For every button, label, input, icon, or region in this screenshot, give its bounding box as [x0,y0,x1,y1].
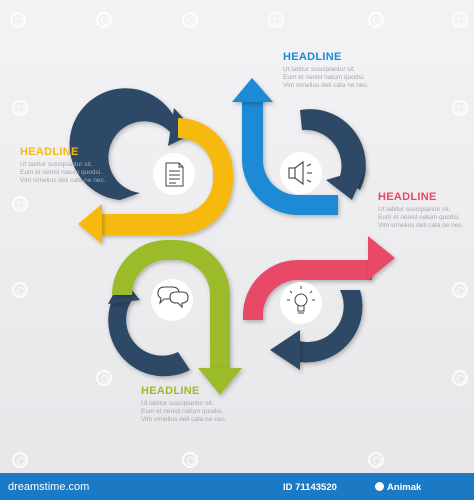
copyright-icon [375,482,384,491]
cycle-diagram [69,78,395,395]
site-name: dreamstime.com [8,481,90,493]
watermark-icon [10,12,26,28]
watermark-icon [12,196,28,212]
headline-left: HEADLINE [20,146,79,158]
speaker-icon [288,160,312,186]
watermark-icon [96,370,112,386]
body-line: Vim vimelius deli cata ne nec. [283,82,369,89]
body-line: Eum et nenisl natum quodsi. [141,408,224,415]
text-block-right: HEADLINE Ut labitur suscipiantur sit. Eu… [378,191,464,230]
watermark-icon [368,12,384,28]
author-credit: Animak [375,482,421,493]
text-block-left: HEADLINE Ut labitur suscipiantur sit. Eu… [20,146,106,185]
watermark-icon [452,100,468,116]
body-line: Ut labitur suscipiantur sit. [20,161,93,168]
navy-ring-bottom-left [108,300,190,377]
navy-arrowhead-top-right [326,168,366,200]
chat-bubbles-icon [157,286,189,309]
watermark-icon [12,282,28,298]
body-line: Ut labitur suscipiantur sit. [283,66,356,73]
watermark-icon [268,12,284,28]
document-icon [165,162,184,187]
lightbulb-icon [287,286,315,314]
body-line: Vim vimelius deli cata ne nec. [141,416,227,423]
footer-bar: dreamstime.com ID 71143520 Animak [0,473,474,500]
green-arrowhead [198,368,242,395]
body-line: Vim vimelius deli cata ne nec. [378,222,464,229]
watermark-icon [368,452,384,468]
yellow-arrow-body [100,118,233,235]
icon-circle-bottom-right [280,282,322,324]
blue-arrowhead [232,78,273,102]
body-line: Ut labitur suscipiantur sit. [378,206,451,213]
headline-bottom: HEADLINE [141,385,200,397]
segment-top-left [69,88,233,244]
icon-circle-top-left [153,153,195,195]
navy-ring-top-left [69,88,176,200]
body-line: Ut labitur suscipiantur sit. [141,400,214,407]
navy-ring-top-right [300,109,366,190]
yellow-arrowhead [78,204,102,244]
watermark-icon [182,452,198,468]
author-name: Animak [387,482,422,493]
blue-arrow-body [242,95,338,215]
headline-top: HEADLINE [283,51,342,63]
image-id: ID 71143520 [283,482,337,493]
green-arrow-body [112,240,230,372]
body-line: Eum et nenisl natum quodsi. [378,214,461,221]
watermark-icon [452,12,468,28]
segment-top-right [232,78,366,215]
watermark-icon [12,452,28,468]
watermark-icon [182,12,198,28]
text-block-bottom: HEADLINE Ut labitur suscipiantur sit. Eu… [141,385,227,424]
navy-ring-bottom-right [290,290,363,363]
navy-arrowhead-bottom-right [270,330,300,370]
red-arrow-body [243,260,372,320]
watermark-icon [96,12,112,28]
red-arrowhead [368,236,395,280]
icon-circle-top-right [280,152,322,194]
infographic-canvas [0,0,474,473]
segment-bottom-left [108,240,242,395]
watermark-icon [452,370,468,386]
watermark-icon [12,100,28,116]
body-line: Vim vimelius deli cata ne nec. [20,177,106,184]
text-block-top: HEADLINE Ut labitur suscipiantur sit. Eu… [283,51,369,90]
body-line: Eum et nenisl natum quodsi. [283,74,366,81]
segment-bottom-right [243,236,395,370]
body-line: Eum et nenisl natum quodsi. [20,169,103,176]
watermark-icon [452,282,468,298]
headline-right: HEADLINE [378,191,437,203]
